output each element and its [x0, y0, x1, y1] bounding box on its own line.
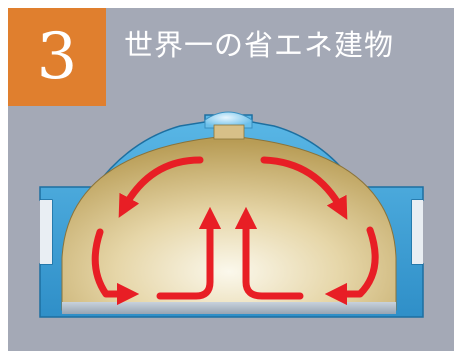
arrow-left-down [91, 228, 140, 306]
arrow-center-right-up [234, 206, 304, 300]
airflow-arrows [91, 156, 379, 306]
page-title: 世界一の省エネ建物 [124, 28, 395, 62]
dome-interior [61, 135, 397, 311]
right-window [412, 200, 423, 264]
arrow-top-right [260, 156, 348, 220]
step-number-badge: 3 [8, 8, 106, 106]
step-number: 3 [36, 20, 78, 94]
floor-slab [62, 302, 396, 314]
arrow-right-down [324, 226, 379, 306]
skylight [204, 111, 253, 140]
arrow-top-left [118, 156, 204, 218]
arrow-center-left-up [156, 206, 222, 300]
left-window [40, 200, 52, 264]
